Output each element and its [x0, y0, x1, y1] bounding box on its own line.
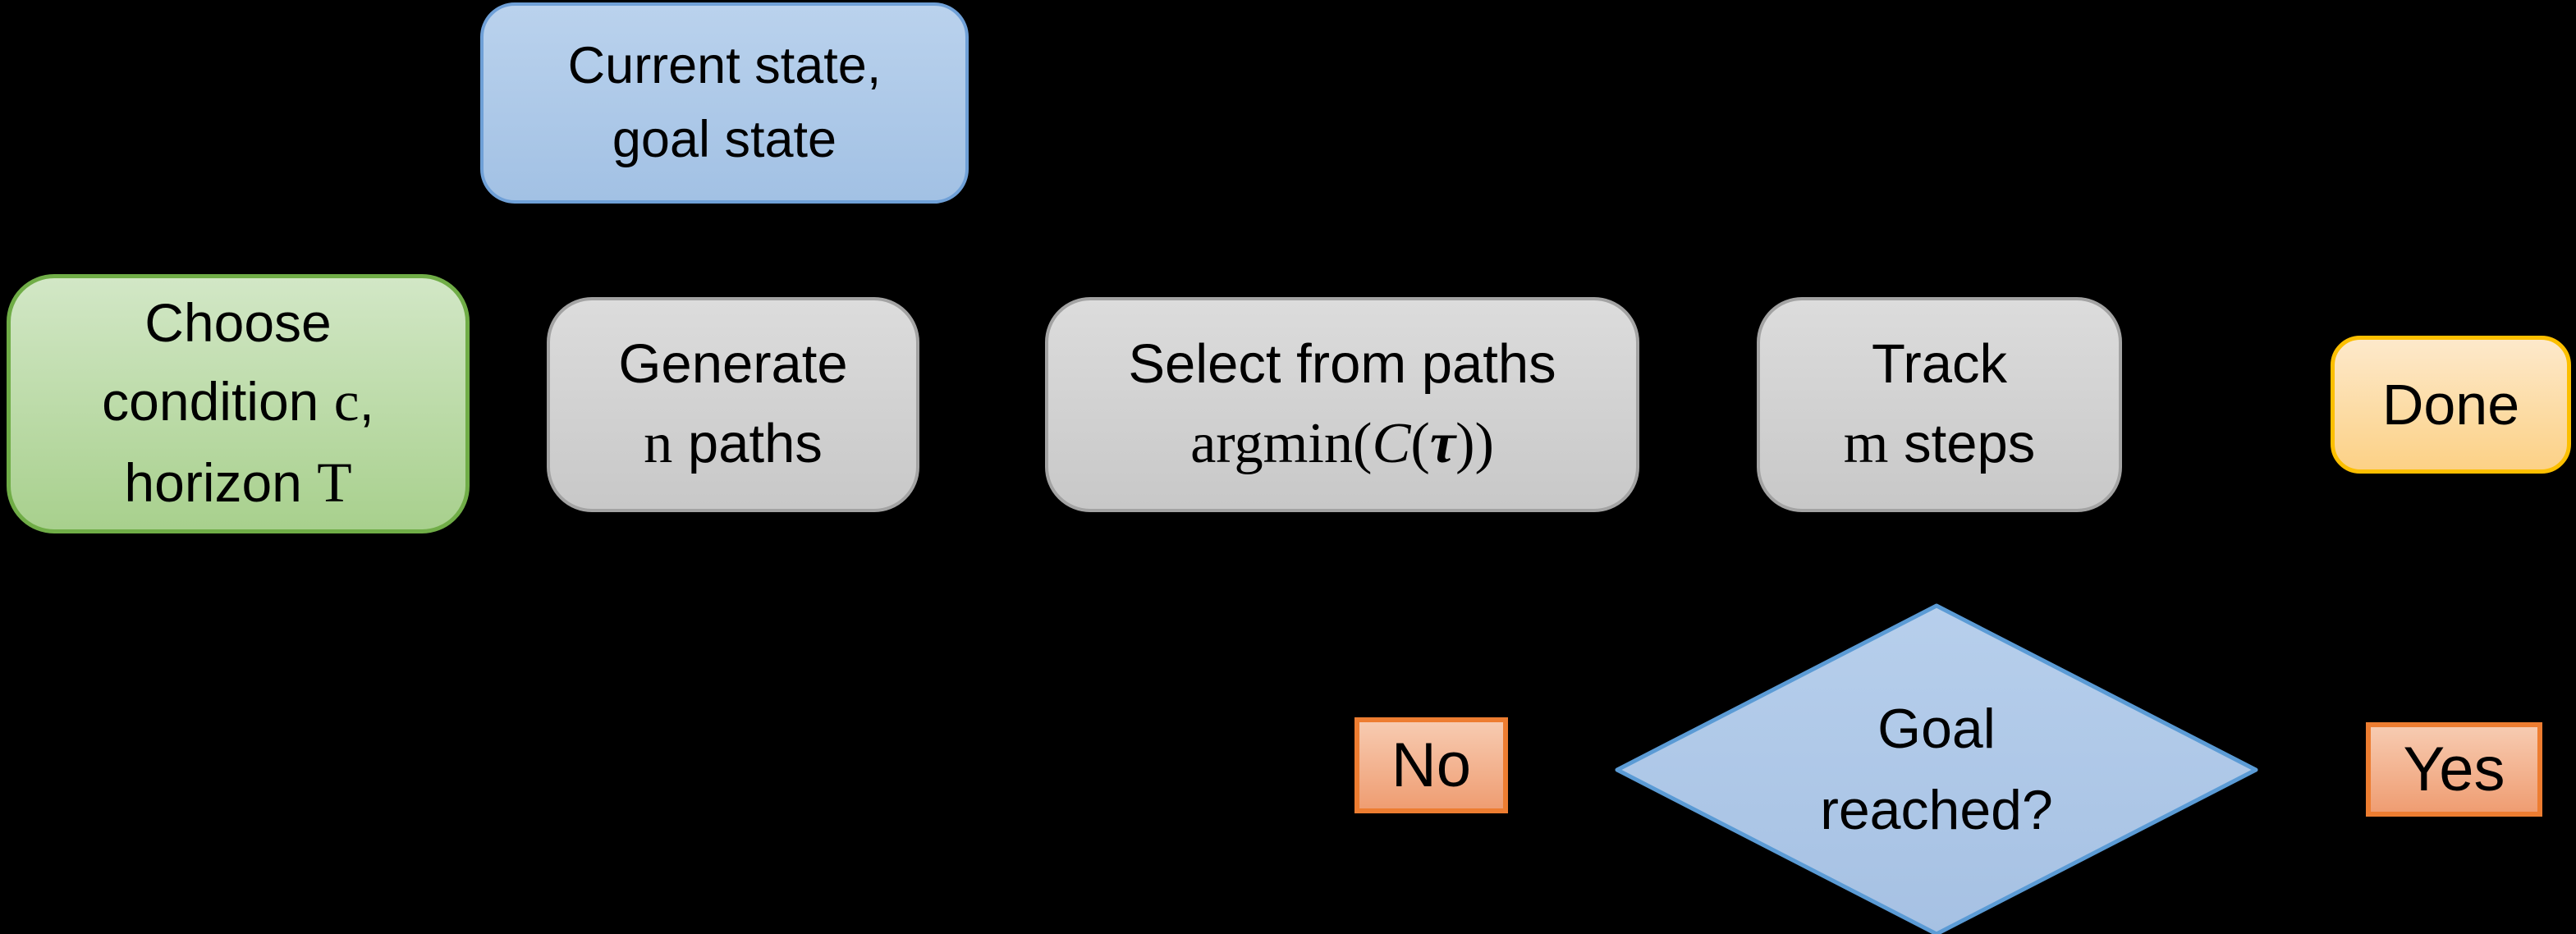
node-choose-line1: Choose [144, 291, 332, 353]
goal-reached-diamond-shape [1615, 603, 2258, 934]
node-goal-reached: Goal reached? [1617, 606, 2256, 934]
node-choose-line3: horizon T [124, 442, 351, 523]
node-yes-branch: Yes [2366, 722, 2542, 817]
yes-branch-label: Yes [2403, 735, 2505, 804]
node-done: Done [2331, 336, 2571, 474]
node-goal-line1: Goal [1877, 698, 1996, 761]
node-goal-line2: reached? [1820, 779, 2053, 841]
node-select-line1: Select from paths [1128, 332, 1556, 395]
formula-cost-function: C [1372, 410, 1411, 475]
node-track-line2: m steps [1844, 403, 2035, 485]
node-select-formula: argmin(C(τ)) [1190, 403, 1494, 485]
m-steps-variable: m [1843, 410, 1889, 475]
track-line2-text: steps [1888, 412, 2036, 474]
node-current-state: Current state, goal state [480, 2, 969, 204]
node-generate-paths: Generate n paths [547, 297, 919, 512]
node-track-line1: Track [1871, 332, 2007, 395]
choose-line2-text: condition [102, 371, 334, 433]
formula-argmin: argmin( [1190, 410, 1373, 475]
generate-line2-text: paths [672, 412, 823, 474]
formula-tau-variable: τ [1429, 410, 1456, 475]
no-branch-label: No [1391, 730, 1472, 800]
horizon-variable: T [317, 450, 352, 514]
node-choose-condition: Choose condition c, horizon T [7, 274, 470, 533]
node-no-branch: No [1354, 717, 1508, 813]
formula-close: )) [1455, 410, 1494, 475]
node-choose-line2: condition c, [102, 361, 374, 442]
node-current-state-line1: Current state, [567, 37, 882, 95]
diamond-polygon [1615, 603, 2258, 934]
node-current-state-line2: goal state [612, 110, 837, 168]
node-generate-line1: Generate [618, 332, 848, 395]
n-paths-variable: n [644, 410, 673, 475]
choose-line3-text: horizon [124, 451, 318, 513]
node-done-label: Done [2381, 373, 2520, 437]
node-generate-line2: n paths [644, 403, 823, 485]
formula-paren: ( [1410, 410, 1430, 475]
choose-line2-comma: , [359, 371, 374, 433]
node-track-steps: Track m steps [1757, 297, 2122, 512]
node-select-from-paths: Select from paths argmin(C(τ)) [1045, 297, 1639, 512]
condition-variable: c [333, 369, 360, 433]
